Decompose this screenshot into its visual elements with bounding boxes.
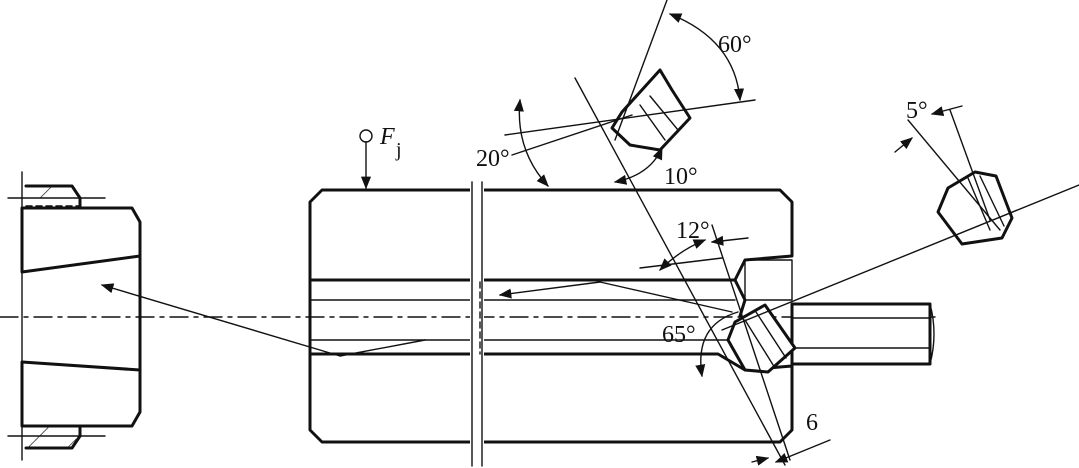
dimension-annotations — [100, 13, 963, 466]
cutter-top — [610, 68, 692, 152]
cutter-right — [936, 170, 1014, 246]
workpiece — [308, 181, 794, 467]
left-part — [7, 171, 142, 461]
label-angle-20: 20° — [476, 146, 510, 172]
left-part-upper-section — [20, 206, 142, 274]
angle-60-arc — [668, 13, 745, 102]
workpiece-lower-wall — [308, 352, 794, 444]
label-angle-65: 65° — [662, 322, 696, 348]
force-point — [359, 129, 373, 143]
workpiece-upper-wall — [308, 188, 794, 282]
angle-65-arc — [695, 311, 739, 378]
cutting-insert — [726, 303, 797, 374]
angle-12-arc — [659, 239, 707, 271]
boring-bar — [790, 302, 935, 366]
label-force-subscript: j — [395, 139, 402, 161]
angle-20-arc — [513, 98, 549, 187]
label-force: F — [379, 124, 395, 150]
label-angle-60: 60° — [718, 32, 752, 58]
label-angle-12: 12° — [676, 218, 710, 244]
angle-10-arc — [613, 146, 663, 185]
label-angle-5: 5° — [906, 98, 928, 124]
label-angle-10: 10° — [664, 164, 698, 190]
left-part-lower-section — [20, 360, 142, 428]
label-dim-6: 6 — [806, 410, 818, 436]
